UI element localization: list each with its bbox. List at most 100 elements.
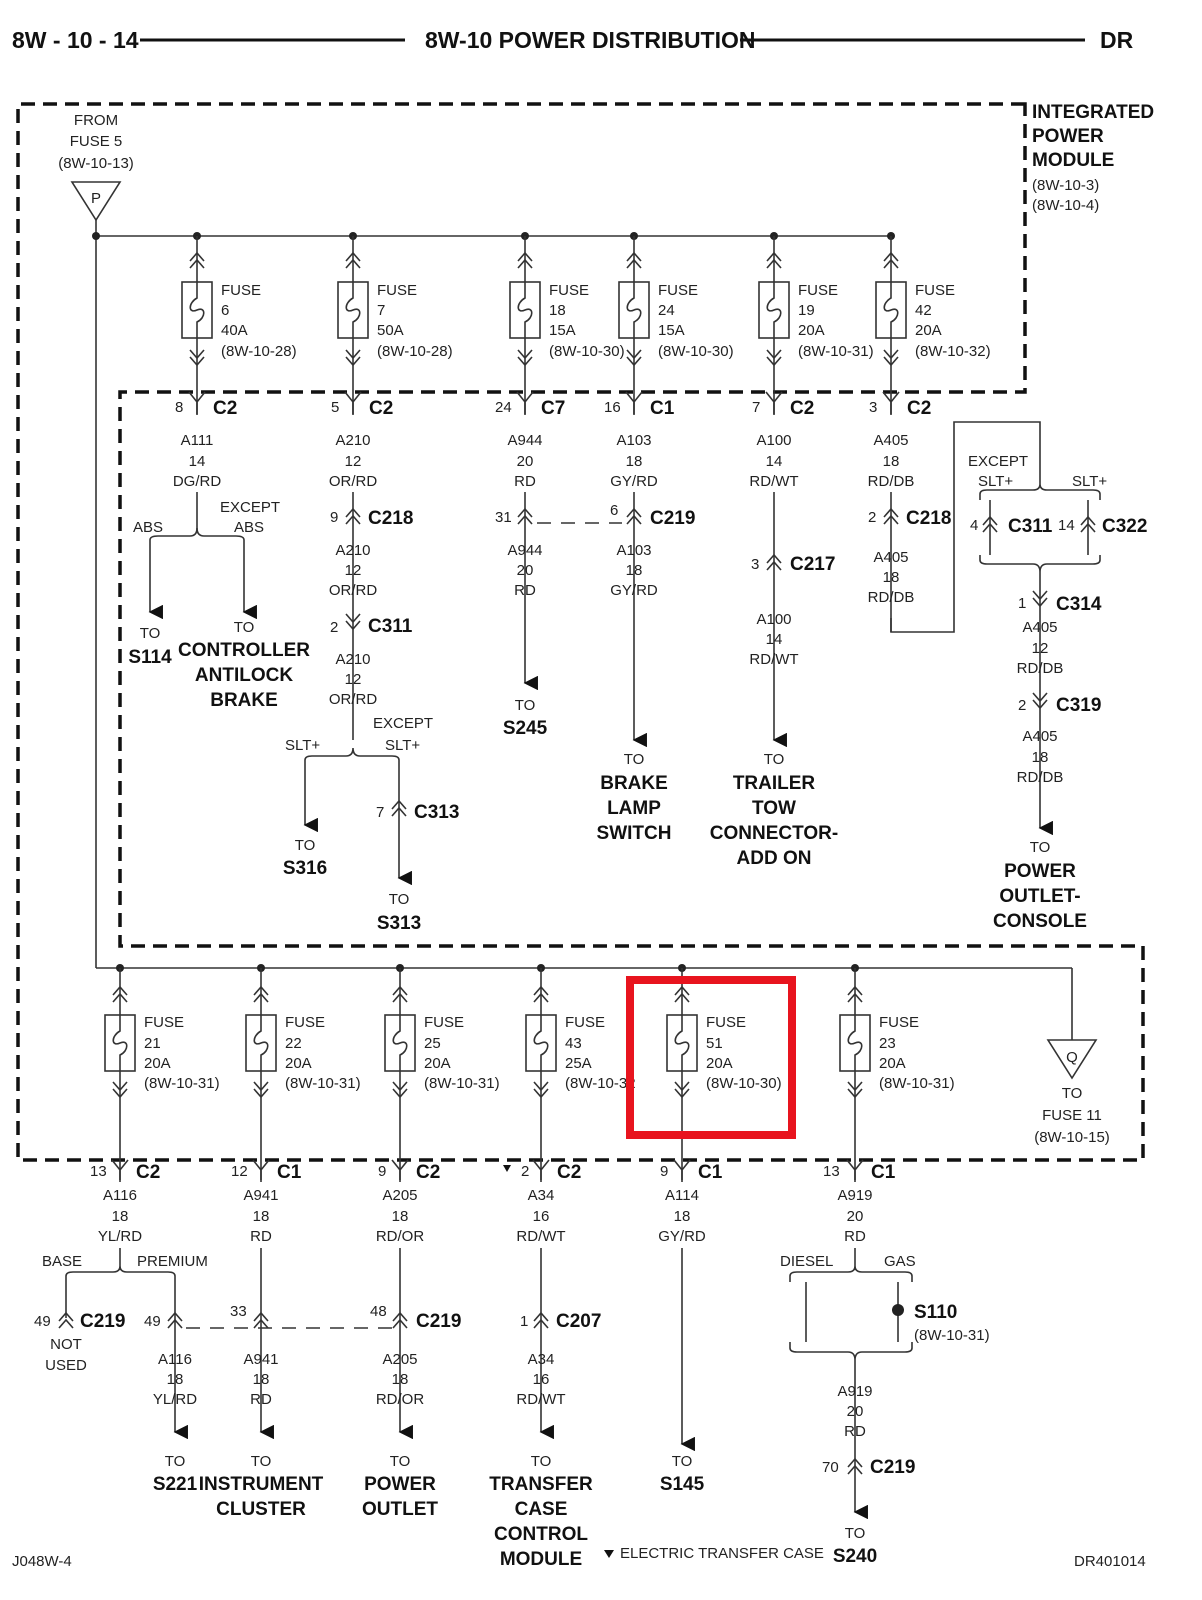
diagram-label: 3 [751,556,759,573]
diagram-label: C319 [1056,695,1101,716]
diagram-label: (8W-10-30) [706,1075,782,1092]
diagram-label: A100 [756,611,791,628]
diagram-label: S240 [833,1546,877,1567]
diagram-label: 7 [377,302,385,319]
diagram-label: C219 [416,1311,461,1332]
diagram-label: 8 [175,399,183,416]
diagram-label: MODULE [500,1549,582,1570]
diagram-label: A205 [382,1187,417,1204]
diagram-label: 20 [847,1403,864,1420]
diagram-label: POWER [1004,861,1076,882]
diagram-label: 18 [253,1371,270,1388]
module-label: INTEGRATED POWER MODULE (8W-10-3) (8W-10… [1032,102,1154,214]
diagram-label: RD/OR [376,1228,425,1245]
diagram-label: C313 [414,802,459,823]
diagram-label: S145 [660,1474,705,1495]
diagram-label: 14 [766,453,783,470]
diagram-label: TO [234,619,255,636]
diagram-label: (8W-10-31) [285,1075,361,1092]
diagram-label: C2 [136,1162,160,1183]
diagram-label: RD/WT [516,1228,565,1245]
diagram-label: ANTILOCK [195,665,293,686]
diagram-label: CONSOLE [993,911,1087,932]
diagram-label: C218 [906,508,951,529]
diagram-label: C1 [698,1162,723,1183]
diagram-label: POWER [364,1474,436,1495]
diagram-label: 18 [392,1371,409,1388]
diagram-label: 40A [221,322,248,339]
diagram-label: FUSE [798,282,838,299]
diagram-label: A34 [528,1187,555,1204]
diagram-label: SLT+ [978,473,1013,490]
diagram-label: A210 [335,542,370,559]
diagram-label: C219 [870,1457,915,1478]
diagram-label: PREMIUM [137,1253,208,1270]
diagram-label: TO [1062,1085,1083,1102]
diagram-label: 20A [798,322,825,339]
diagram-label: RD [250,1391,272,1408]
diagram-label: NOT [50,1336,82,1353]
diagram-label: (8W-10-28) [377,343,453,360]
diagram-label: BASE [42,1253,82,1270]
diagram-label: FUSE [144,1014,184,1031]
diagram-label: A111 [181,432,214,449]
diagram-label: A34 [528,1351,555,1368]
diagram-label: C2 [790,398,814,419]
header: 8W - 10 - 14 8W-10 POWER DISTRIBUTION DR [12,27,1134,53]
diagram-label: FUSE [549,282,589,299]
diagram-label: 9 [660,1163,668,1180]
diagram-label: 15A [549,322,576,339]
diagram-label: TOW [752,798,796,819]
diagram-label: S221 [153,1474,198,1495]
diagram-label: TRANSFER [489,1474,593,1495]
diagram-label: MODULE [1032,150,1114,171]
diagram-label: SLT+ [385,737,420,754]
diagram-label: FUSE [658,282,698,299]
diagram-label: DG/RD [173,473,222,490]
diagram-label: 15A [658,322,685,339]
diagram-label: TO [165,1453,186,1470]
diagram-label: 33 [230,1303,247,1320]
diagram-label: 31 [495,509,512,526]
circuit-a114: TO S145 [660,1248,705,1495]
diagram-label: 7 [376,804,384,821]
diagram-label: FUSE [565,1014,605,1031]
drawing-id: J048W-4 [12,1553,72,1570]
diagram-label: 21 [144,1035,161,1052]
diagram-label: C322 [1102,516,1147,537]
diagram-label: GAS [884,1253,916,1270]
diagram-label: TO [389,891,410,908]
diagram-label: 12 [345,453,362,470]
diagram-label: (8W-10-30) [658,343,734,360]
source-q: Q TO FUSE 11 (8W-10-15) [1034,968,1110,1146]
diagram-label: FROM [74,112,118,129]
diagram-label: TO [295,837,316,854]
page-id: 8W - 10 - 14 [12,27,139,53]
diagram-label: CASE [515,1499,568,1520]
diagram-label: TO [390,1453,411,1470]
diagram-label: (8W-10-31) [144,1075,220,1092]
page-title: 8W-10 POWER DISTRIBUTION [425,27,756,53]
diagram-label: 20 [517,562,534,579]
diagram-label: 12 [231,1163,248,1180]
diagram-label: (8W-10-32) [915,343,991,360]
diagram-label: (8W-10-30) [549,343,625,360]
diagram-label: 20A [424,1055,451,1072]
diagram-label: C207 [556,1311,601,1332]
diagram-label: Q [1066,1049,1078,1066]
diagram-label: 51 [706,1035,723,1052]
diagram-label: A944 [507,542,542,559]
diagram-label: C217 [790,554,835,575]
diagram-label: 2 [330,619,338,636]
diagram-label: C1 [871,1162,896,1183]
diagram-label: 18 [253,1208,270,1225]
diagram-label: OUTLET- [999,886,1080,907]
diagram-label: 12 [1032,640,1049,657]
